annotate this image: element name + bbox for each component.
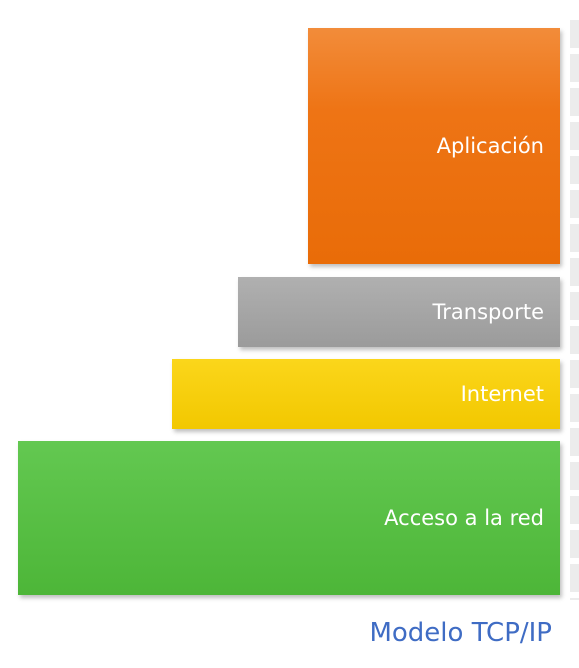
layer-aplicacion: Aplicación xyxy=(308,28,560,264)
layer-acceso-label: Acceso a la red xyxy=(384,506,544,530)
right-edge-decoration xyxy=(570,20,579,600)
layer-aplicacion-label: Aplicación xyxy=(436,134,544,158)
layer-internet: Internet xyxy=(172,359,560,429)
diagram-caption: Modelo TCP/IP xyxy=(369,618,552,648)
layer-transporte: Transporte xyxy=(238,277,560,347)
layer-internet-label: Internet xyxy=(460,382,544,406)
layer-acceso-a-la-red: Acceso a la red xyxy=(18,441,560,595)
layer-transporte-label: Transporte xyxy=(432,300,544,324)
